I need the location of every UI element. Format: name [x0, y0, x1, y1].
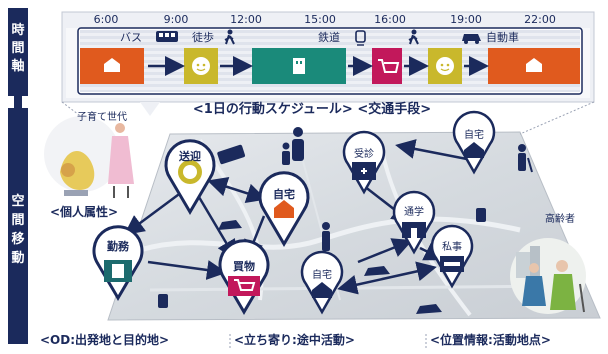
pin-work-label: 勤務 [107, 239, 130, 253]
train-icon-map-1 [158, 294, 168, 308]
pin-pickup [164, 139, 216, 215]
pin-shopping-label: 買物 [233, 259, 255, 273]
pin-work [92, 225, 144, 301]
pin-shopping [218, 239, 270, 315]
medical-cross-icon [361, 168, 367, 174]
home-icon-2 [526, 58, 542, 72]
mode-walk-label: 徒歩 [192, 30, 214, 44]
building-icon-2 [112, 264, 124, 278]
tick-6: 6:00 [94, 13, 119, 26]
train-icon [355, 30, 366, 46]
bus-icon-map [217, 144, 246, 165]
elderly-person [510, 238, 586, 314]
mode-bus-label: バス [120, 31, 142, 44]
car-icon [462, 34, 481, 44]
elderly-walk-icon [518, 144, 533, 173]
tick-9: 9:00 [164, 13, 189, 26]
building-icon [293, 58, 305, 74]
child-rearing-person [44, 116, 134, 198]
mode-rail-label: 鉄道 [318, 30, 340, 44]
side-label-time-2: 間 [11, 41, 24, 56]
car-icon-map-3 [416, 304, 442, 314]
walk-icon-2 [408, 29, 419, 45]
car-icon-map-1 [218, 220, 242, 230]
tick-12: 12:00 [230, 13, 262, 26]
family-icon [282, 127, 304, 165]
pin-clinic [342, 130, 386, 195]
pin-school-label: 通学 [404, 205, 424, 218]
pin-home-bottom-label: 自宅 [312, 268, 332, 281]
tick-19: 19:00 [450, 13, 482, 26]
side-label-space-3: 移 [11, 231, 24, 247]
side-label-time-1: 時 [11, 22, 24, 38]
pin-private [430, 224, 474, 289]
pin-school [392, 190, 436, 255]
child-icon [192, 57, 210, 75]
tick-15: 15:00 [304, 13, 336, 26]
train-icon-map-2 [476, 208, 486, 222]
cart-icon [378, 59, 400, 73]
cart-icon-2 [234, 279, 256, 291]
side-label-time-3: 軸 [11, 58, 24, 74]
mode-car-label: 自動車 [486, 30, 519, 44]
bottom-label-stopover: <立ち寄り:途中活動> [234, 332, 355, 347]
walk-icon-map [322, 222, 330, 251]
pin-home-right-top [452, 110, 496, 175]
car-icon-map-2 [364, 266, 390, 276]
pin-private-label: 私事 [442, 240, 462, 253]
walk-icon [224, 29, 235, 45]
side-label-space-2: 間 [11, 213, 24, 228]
tick-16: 16:00 [374, 13, 406, 26]
tick-22: 22:00 [524, 13, 556, 26]
pin-home-left-label: 自宅 [273, 187, 295, 201]
home-icon [104, 58, 120, 72]
timeline-caption: <1日の行動スケジュール> <交通手段> [193, 101, 431, 117]
pin-clinic-label: 受診 [354, 147, 374, 160]
attribute-label: <個人属性> [50, 204, 118, 219]
bus-icon [156, 31, 178, 42]
side-label-space-4: 動 [11, 250, 24, 266]
home-icon-3 [274, 200, 294, 218]
home-icon-4 [464, 142, 484, 158]
pin-home-bottom [300, 250, 344, 315]
pin-home-right-top-label: 自宅 [464, 128, 484, 141]
bottom-label-location: <位置情報:活動地点> [430, 332, 551, 347]
home-icon-5 [312, 282, 332, 298]
elderly-label: 高齢者 [545, 212, 575, 225]
bottom-label-od: <OD:出発地と目的地> [40, 332, 169, 347]
side-label-space-1: 空 [11, 193, 24, 209]
bench-icon [444, 262, 460, 266]
pin-home-left [258, 171, 310, 247]
map-icons [158, 127, 533, 314]
timeline-blocks [80, 48, 580, 84]
school-icon [411, 228, 417, 238]
side-bar [8, 8, 28, 344]
pin-pickup-label: 送迎 [178, 149, 201, 163]
child-icon-2 [436, 57, 454, 75]
child-rearing-label: 子育て世代 [77, 110, 127, 123]
